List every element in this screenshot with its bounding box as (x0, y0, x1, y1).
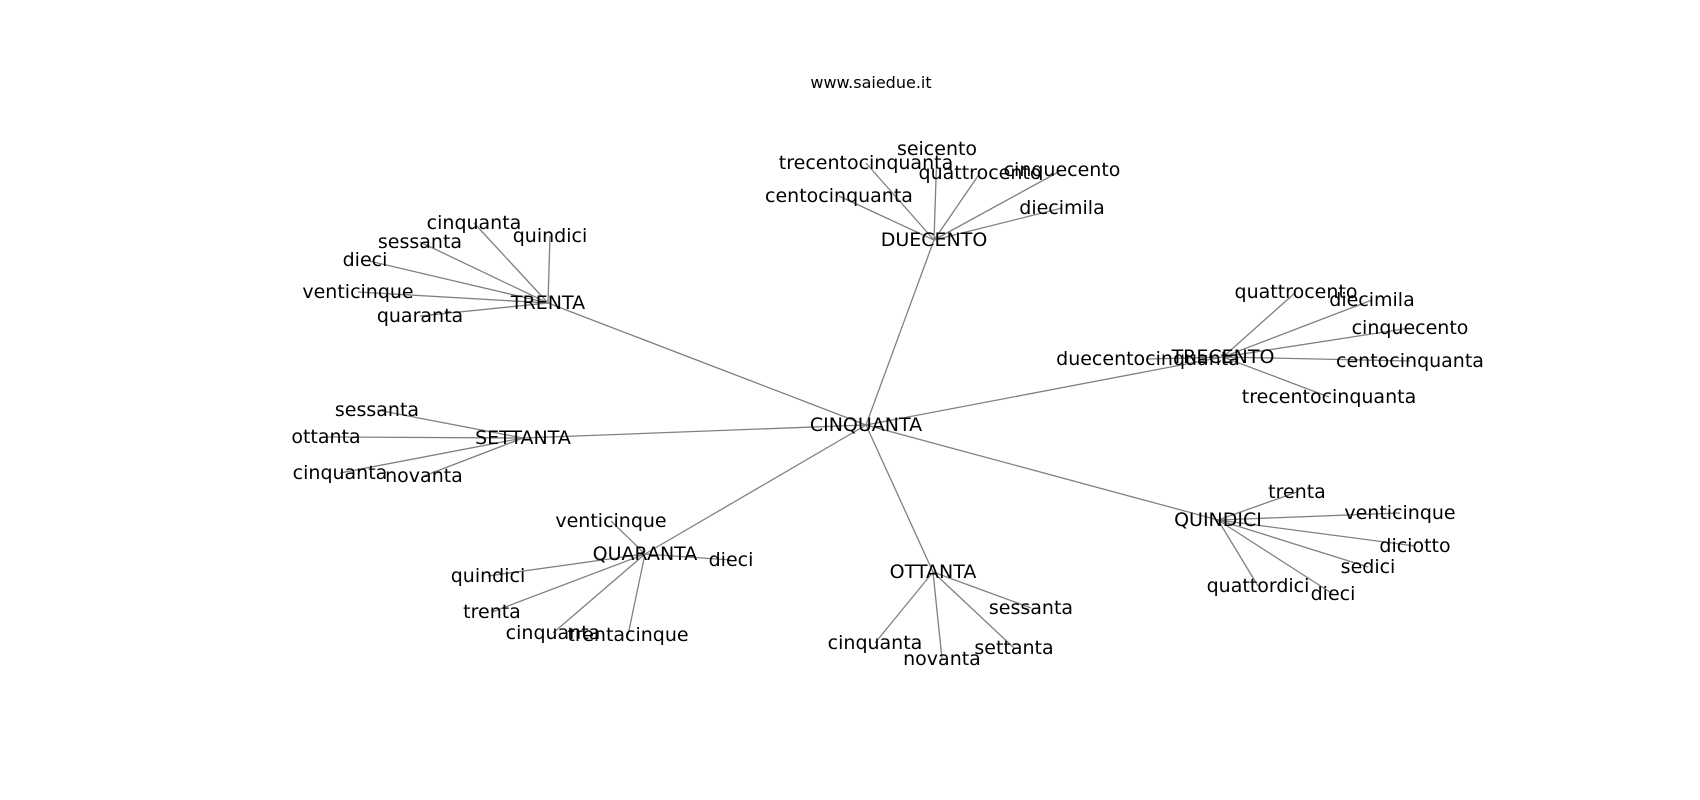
node-hub-trenta: TRENTA (510, 292, 585, 314)
edge-trenta-cinquanta (473, 222, 549, 304)
node-center-cinquanta: CINQUANTA (810, 414, 922, 436)
node-leaf-settanta-cinquanta: cinquanta (293, 462, 388, 484)
edge-trecento-diecimila (1222, 299, 1373, 358)
node-leaf-duecento-cinquecento: cinquecento (1004, 159, 1121, 181)
edge-ottanta-novanta (932, 571, 943, 660)
edge-trecento-cinquecento (1222, 327, 1411, 358)
node-leaf-duecento-diecimila: diecimila (1019, 197, 1104, 219)
edge-center-settanta (522, 424, 867, 439)
edge-quindici-quattordici (1217, 519, 1259, 587)
node-leaf-quindici-venticinque: venticinque (1344, 502, 1455, 524)
edge-quindici-trenta (1217, 491, 1298, 521)
edge-duecento-trecentocinquanta (865, 162, 935, 241)
edge-quaranta-cinquanta (552, 553, 646, 634)
edge-trenta-quaranta (419, 302, 549, 317)
node-leaf-trenta-quaranta: quaranta (377, 305, 463, 327)
edge-quindici-sedici (1217, 519, 1369, 568)
edge-quaranta-venticinque (610, 520, 646, 555)
node-leaf-quaranta-cinquanta: cinquanta (506, 622, 601, 644)
edge-trecento-duecentocinquanta (1147, 356, 1224, 360)
node-leaf-trenta-quindici: quindici (513, 225, 588, 247)
node-hub-duecento: DUECENTO (881, 229, 988, 251)
edge-center-ottanta (865, 424, 934, 573)
edge-duecento-quattrocento (933, 172, 981, 241)
node-leaf-quaranta-quindici: quindici (451, 565, 526, 587)
node-leaf-ottanta-cinquanta: cinquanta (828, 632, 923, 654)
edges-layer (325, 148, 1416, 660)
edge-center-duecento (865, 239, 935, 426)
node-leaf-trecento-quattrocento: quattrocento (1235, 281, 1358, 303)
edge-duecento-centocinquanta (838, 195, 935, 241)
node-leaf-trecento-diecimila: diecimila (1329, 289, 1414, 311)
node-leaf-quaranta-trentacinque: trentacinque (567, 624, 688, 646)
node-leaf-duecento-trecentocinquanta: trecentocinquanta (779, 152, 953, 174)
labels-layer: CINQUANTADUECENTOseicentotrecentocinquan… (291, 138, 1484, 670)
edge-quindici-venticinque (1217, 512, 1401, 521)
edge-ottanta-settanta (932, 571, 1015, 649)
node-leaf-quindici-trenta: trenta (1268, 481, 1326, 503)
node-leaf-settanta-novanta: novanta (385, 465, 463, 487)
edge-quaranta-quindici (487, 553, 646, 577)
node-leaf-trecento-trecentocinquanta: trecentocinquanta (1242, 386, 1416, 408)
edge-duecento-diecimila (933, 207, 1063, 241)
node-leaf-duecento-quattrocento: quattrocento (919, 162, 1042, 184)
edge-duecento-cinquecento (933, 169, 1063, 241)
node-leaf-trecento-centocinquanta: centocinquanta (1336, 350, 1484, 372)
edge-settanta-ottanta (325, 436, 524, 439)
node-leaf-trecento-duecentocinquanta: duecentocinquanta (1056, 348, 1240, 370)
edge-trenta-sessanta (419, 241, 549, 304)
edge-duecento-seicento (933, 148, 938, 241)
node-leaf-trenta-cinquanta: cinquanta (427, 212, 522, 234)
edge-center-trenta (547, 302, 867, 426)
edge-quindici-dieci (1217, 519, 1334, 595)
node-leaf-quindici-diciotto: diciotto (1379, 535, 1450, 557)
edge-trenta-venticinque (357, 291, 549, 304)
edge-center-quindici (865, 424, 1219, 521)
edge-settanta-novanta (423, 437, 524, 477)
edge-trecento-trecentocinquanta (1222, 356, 1330, 398)
node-leaf-quaranta-trenta: trenta (463, 601, 521, 623)
node-hub-ottanta: OTTANTA (890, 561, 977, 583)
node-leaf-trecento-cinquecento: cinquecento (1352, 317, 1469, 339)
edge-ottanta-sessanta (932, 571, 1032, 609)
node-hub-quaranta: QUARANTA (593, 543, 698, 565)
node-leaf-ottanta-sessanta: sessanta (989, 597, 1073, 619)
node-leaf-trenta-dieci: dieci (343, 249, 388, 271)
edge-center-quaranta (644, 424, 867, 555)
node-hub-quindici: QUINDICI (1174, 509, 1262, 531)
node-leaf-trenta-sessanta: sessanta (378, 231, 462, 253)
edge-ottanta-cinquanta (874, 571, 934, 644)
node-leaf-quindici-quattordici: quattordici (1207, 575, 1310, 597)
node-leaf-duecento-seicento: seicento (897, 138, 977, 160)
watermark: www.saiedue.it (810, 73, 931, 92)
edge-quaranta-dieci (644, 553, 732, 561)
node-hub-trecento: TRECENTO (1171, 346, 1275, 368)
node-leaf-settanta-sessanta: sessanta (335, 399, 419, 421)
node-hub-settanta: SETTANTA (475, 427, 571, 449)
edge-trenta-dieci (364, 259, 549, 304)
node-leaf-quaranta-venticinque: venticinque (555, 510, 666, 532)
node-leaf-ottanta-novanta: novanta (903, 648, 981, 670)
node-leaf-trenta-venticinque: venticinque (302, 281, 413, 303)
edge-quaranta-trentacinque (627, 553, 646, 636)
node-leaf-ottanta-settanta: settanta (974, 637, 1053, 659)
node-leaf-quindici-dieci: dieci (1311, 583, 1356, 605)
node-leaf-duecento-centocinquanta: centocinquanta (765, 185, 913, 207)
edge-settanta-sessanta (376, 409, 524, 439)
node-leaf-quaranta-dieci: dieci (709, 549, 754, 571)
edge-trecento-centocinquanta (1222, 356, 1411, 362)
edge-center-trecento (865, 356, 1224, 426)
edge-settanta-cinquanta (339, 437, 524, 474)
edge-trenta-quindici (547, 235, 551, 304)
edge-quindici-diciotto (1217, 519, 1416, 547)
edge-quaranta-trenta (491, 553, 646, 613)
node-leaf-settanta-ottanta: ottanta (291, 426, 360, 448)
node-leaf-quindici-sedici: sedici (1341, 556, 1396, 578)
edge-trecento-quattrocento (1222, 291, 1297, 358)
